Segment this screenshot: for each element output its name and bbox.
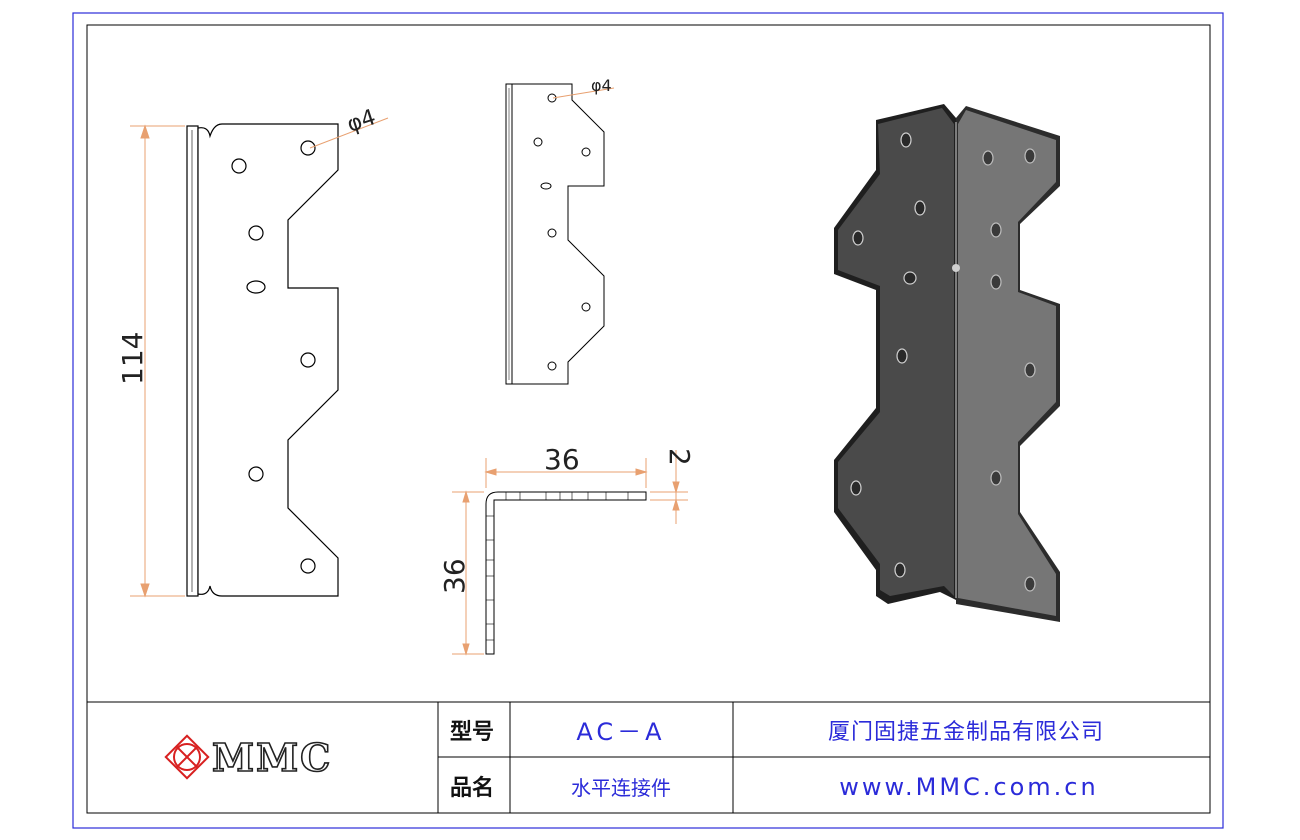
website-url: www.MMC.com.cn	[839, 773, 1098, 801]
inner-border	[86, 24, 1211, 814]
render-3d	[834, 104, 1060, 622]
dimension-height	[130, 124, 185, 598]
hole-dimension-front: φ4	[344, 105, 379, 138]
dimension-thickness-label: 2	[663, 448, 696, 466]
front-view	[186, 123, 339, 597]
dimension-depth	[452, 490, 484, 656]
model-value: AC－A	[576, 718, 665, 746]
render-right-face	[958, 110, 1056, 616]
dimension-width	[484, 458, 648, 488]
name-value: 水平连接件	[571, 776, 671, 800]
title-block	[87, 701, 1210, 813]
name-label: 品名	[450, 775, 494, 801]
mmc-logo: MMC	[164, 734, 332, 781]
logo-text: MMC	[212, 735, 332, 780]
dimension-width-label: 36	[544, 443, 580, 476]
hole-leader-front	[309, 117, 389, 149]
top-view	[485, 491, 647, 655]
hole-leader-side	[552, 87, 615, 99]
model-label: 型号	[450, 720, 494, 745]
hole-dimension-side: φ4	[591, 76, 612, 95]
logo-emblem-icon	[164, 734, 210, 780]
dimension-height-label: 114	[116, 332, 149, 385]
dimension-depth-label: 36	[438, 558, 471, 594]
side-view	[505, 83, 605, 385]
company-name: 厦门固捷五金制品有限公司	[828, 720, 1104, 745]
render-left-face	[838, 108, 954, 596]
dimension-thickness	[650, 450, 688, 524]
outer-border	[72, 12, 1224, 829]
